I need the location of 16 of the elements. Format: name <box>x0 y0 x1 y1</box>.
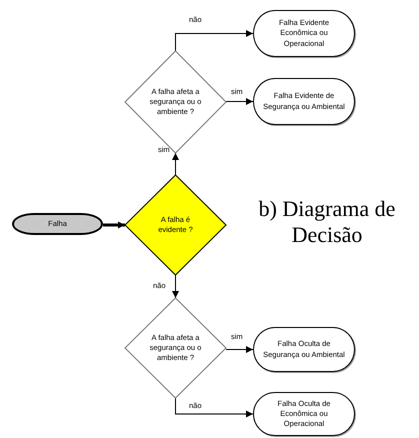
arrow <box>226 346 254 353</box>
arrow <box>226 98 254 105</box>
end-terminal <box>253 10 355 57</box>
decision-diamond <box>125 298 226 398</box>
arrow <box>103 222 125 228</box>
end-terminal <box>253 78 355 125</box>
arrow <box>175 398 254 418</box>
diagram-title: b) Diagrama de Decisão <box>258 196 396 249</box>
arrow <box>172 274 179 298</box>
arrow <box>175 30 254 52</box>
end-terminal <box>253 392 355 436</box>
arrow <box>172 152 179 176</box>
decision-diamond <box>125 51 226 153</box>
decision-diamond <box>125 175 226 275</box>
end-terminal <box>253 327 355 372</box>
start-terminal <box>12 213 103 235</box>
